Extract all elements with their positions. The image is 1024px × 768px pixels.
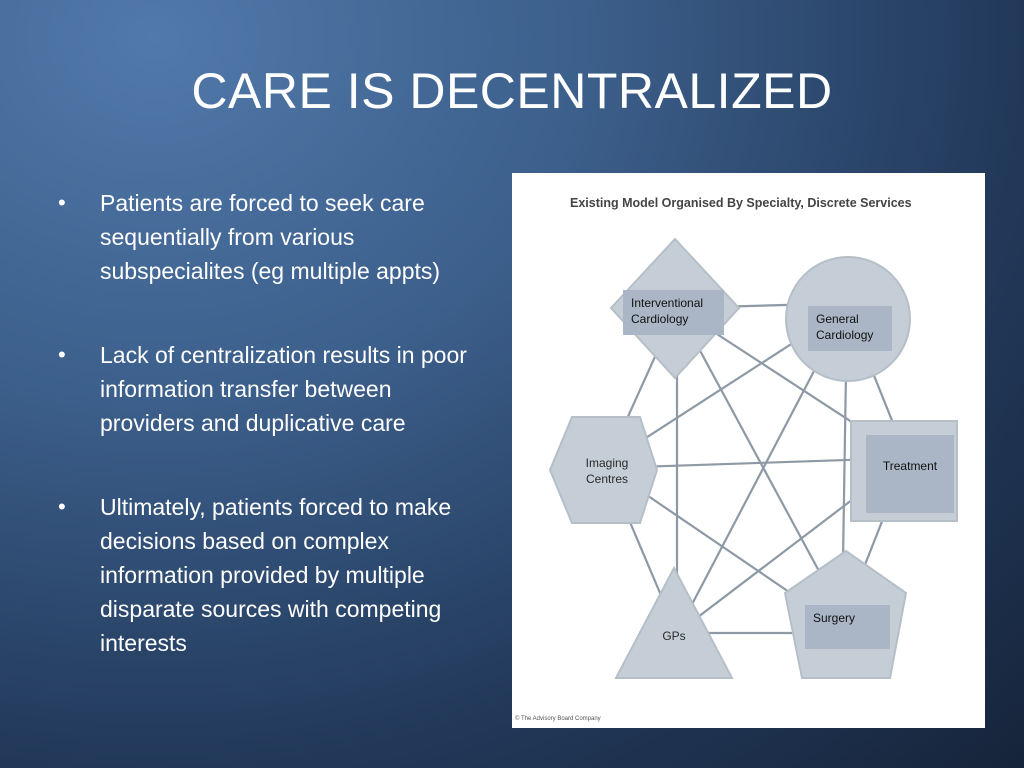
bullet-item: • Ultimately, patients forced to make de… — [58, 490, 468, 660]
figure-title: Existing Model Organised By Specialty, D… — [570, 196, 912, 210]
imaging-centres-label: Imaging Centres — [585, 456, 629, 486]
bullet-item: • Patients are forced to seek care seque… — [58, 186, 468, 288]
bullet-text: Ultimately, patients forced to make deci… — [100, 494, 452, 656]
bullet-symbol: • — [58, 190, 66, 215]
surgery-overlay: Surgery — [805, 605, 890, 649]
gps-label: GPs — [662, 629, 686, 643]
bullet-list: • Patients are forced to seek care seque… — [58, 186, 468, 710]
bullet-text: Lack of centralization results in poor i… — [100, 342, 467, 436]
slide-title: CARE IS DECENTRALIZED — [191, 63, 833, 119]
bullet-text: Patients are forced to seek care sequent… — [100, 190, 441, 284]
general-cardiology-overlay: General Cardiology — [808, 306, 892, 351]
interventional-cardiology-overlay: Interventional Cardiology — [623, 290, 724, 335]
gps-shape — [614, 565, 734, 679]
figure-credit: © The Advisory Board Company — [515, 716, 601, 722]
imaging-centres-shape — [548, 416, 659, 524]
bullet-symbol: • — [58, 342, 66, 367]
bullet-item: • Lack of centralization results in poor… — [58, 338, 468, 440]
treatment-overlay: Treatment — [866, 435, 954, 513]
care-model-figure: Existing Model Organised By Specialty, D… — [512, 173, 985, 728]
bullet-symbol: • — [58, 494, 66, 519]
